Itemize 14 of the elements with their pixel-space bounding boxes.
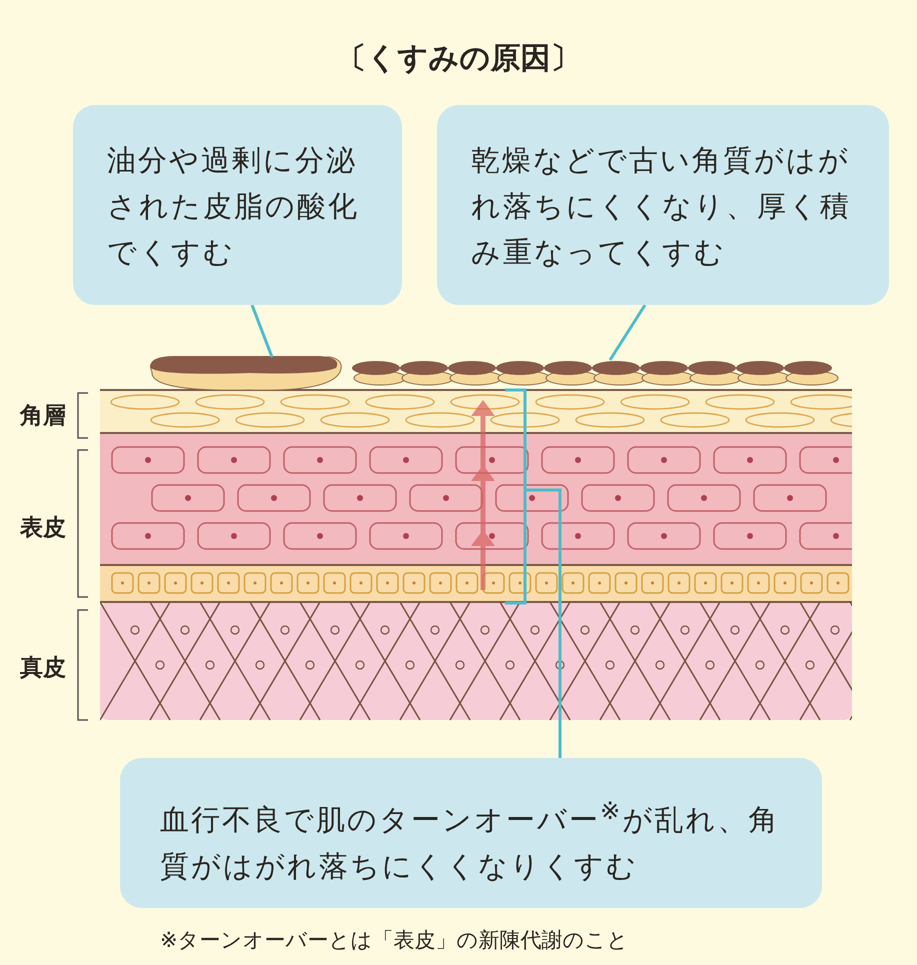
bracket	[505, 388, 526, 604]
layer-label: 真皮	[20, 654, 66, 683]
flaking-keratin-drawing	[352, 361, 838, 386]
footnote: ※ターンオーバーとは「表皮」の新陳代謝のこと	[160, 927, 629, 954]
leader-line	[525, 488, 562, 758]
title: 〔くすみの原因〕	[336, 40, 582, 78]
sebum-drawing	[150, 356, 342, 391]
layer-label: 角層	[20, 402, 66, 431]
callout-box: 血行不良で肌のターンオーバー$^{※}$が乱れ、角質がはがれ落ちにくくなりくすむ	[120, 758, 822, 908]
callout-box: 油分や過剰に分泌された皮脂の酸化でくすむ	[73, 105, 402, 305]
layer-label: 表皮	[20, 514, 66, 543]
callout-box: 乾燥などで古い角質がはがれ落ちにくくなり、厚く積み重なってくすむ	[437, 105, 889, 305]
leader-line	[608, 304, 646, 361]
leader-line	[250, 304, 274, 358]
